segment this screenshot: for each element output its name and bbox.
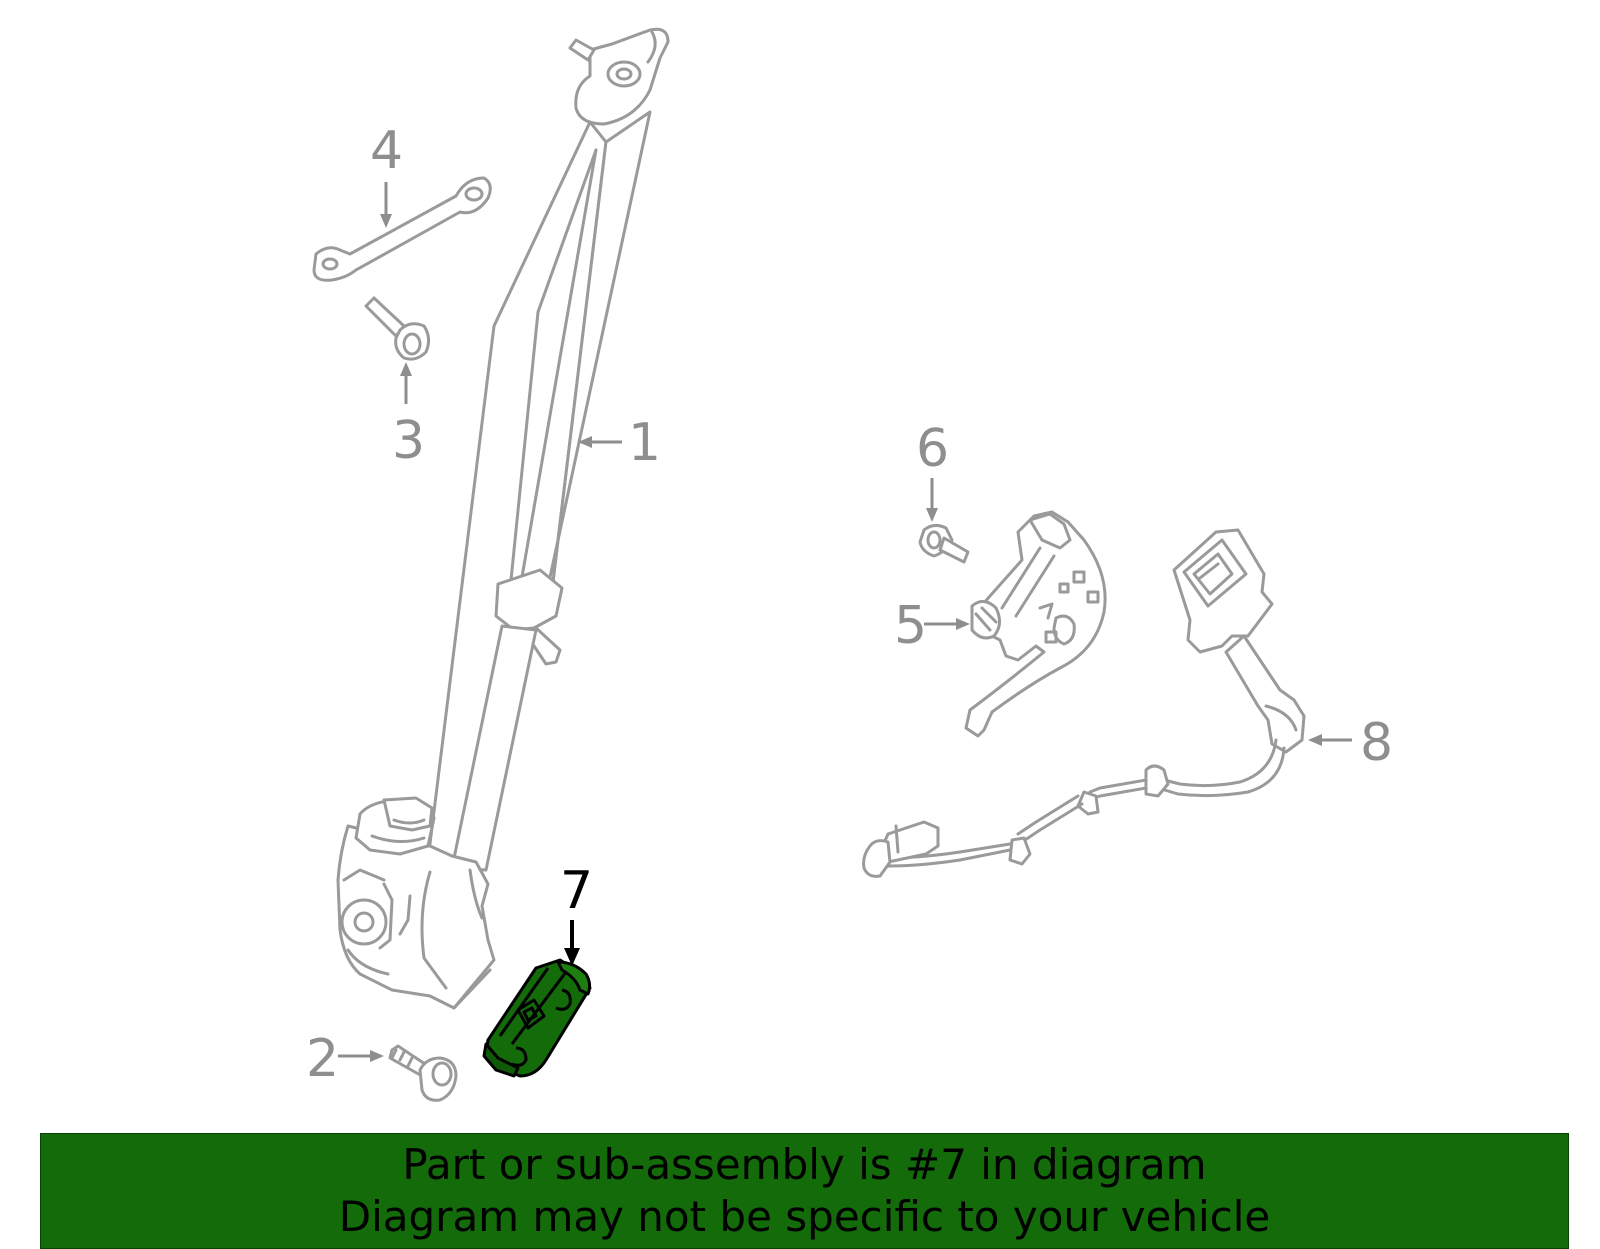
info-banner: Part or sub-assembly is #7 in diagram Di… bbox=[40, 1133, 1569, 1249]
banner-line-part-number: Part or sub-assembly is #7 in diagram bbox=[402, 1140, 1207, 1189]
callout-number-1: 1 bbox=[628, 413, 661, 473]
callout-1: 1 bbox=[578, 413, 661, 473]
callout-4: 4 bbox=[370, 121, 403, 228]
callout-number-7: 7 bbox=[560, 861, 593, 921]
part-3-bolt[interactable] bbox=[364, 296, 431, 361]
callout-number-2: 2 bbox=[306, 1029, 339, 1089]
part-6-bolt[interactable] bbox=[918, 523, 970, 564]
callout-6: 6 bbox=[916, 419, 949, 522]
part-1-seat-belt-assembly[interactable] bbox=[336, 27, 670, 1010]
callout-5: 5 bbox=[894, 596, 970, 656]
callout-8: 8 bbox=[1308, 713, 1393, 773]
callout-2: 2 bbox=[306, 1029, 384, 1089]
callout-number-3: 3 bbox=[392, 411, 425, 471]
callout-number-4: 4 bbox=[370, 121, 403, 181]
part-8-buckle-harness[interactable] bbox=[862, 528, 1306, 878]
callout-3: 3 bbox=[392, 362, 425, 471]
part-5-buckle-bracket[interactable] bbox=[964, 510, 1107, 738]
part-4-anchor-bar[interactable] bbox=[312, 176, 492, 282]
callout-number-8: 8 bbox=[1360, 713, 1393, 773]
callout-number-5: 5 bbox=[894, 596, 927, 656]
banner-line-disclaimer: Diagram may not be specific to your vehi… bbox=[338, 1192, 1271, 1241]
callout-number-6: 6 bbox=[916, 419, 949, 479]
callout-7: 7 bbox=[560, 861, 593, 966]
part-2-bolt[interactable] bbox=[388, 1044, 458, 1102]
part-7-highlighted-component[interactable] bbox=[482, 958, 592, 1078]
